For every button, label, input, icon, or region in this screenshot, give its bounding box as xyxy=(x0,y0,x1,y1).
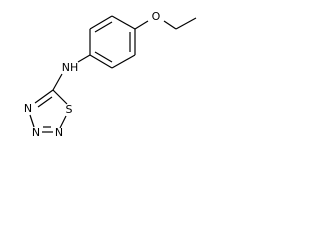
bond-nh-c5ring xyxy=(52,73,63,91)
bond-c1-c2 xyxy=(89,15,113,30)
ethoxy-group xyxy=(134,17,197,30)
bond-c-s xyxy=(52,89,68,105)
bond-s-n xyxy=(59,115,67,129)
chemical-structure: O NH S N N N xyxy=(24,10,197,139)
amine-link xyxy=(52,54,91,91)
bond-o-ch2 xyxy=(163,20,177,30)
bond-c4-c5 xyxy=(111,54,136,69)
atom-oxygen: O xyxy=(152,10,161,23)
bond-ch2-ch3 xyxy=(175,17,197,30)
double-bond-c5-c6 xyxy=(94,51,113,63)
atom-nitrogen-right: N xyxy=(55,126,63,139)
atom-nitrogen-bottom: N xyxy=(32,126,40,139)
bond-c6-nh xyxy=(77,54,91,63)
bond-c2-c3 xyxy=(111,15,136,30)
bond-n-c xyxy=(34,89,54,104)
bond-c5-c6 xyxy=(89,54,113,69)
thiadiazole-ring xyxy=(29,89,68,133)
bond-c3-o xyxy=(134,20,149,30)
atom-sulfur: S xyxy=(66,103,73,116)
atom-amine-nh: NH xyxy=(62,61,79,74)
double-bond-n-c xyxy=(37,96,53,108)
atom-nitrogen-left: N xyxy=(24,102,32,115)
double-bond-c1-c2 xyxy=(94,21,113,33)
bond-n-n-left xyxy=(29,114,35,128)
benzene-ring xyxy=(89,15,136,69)
